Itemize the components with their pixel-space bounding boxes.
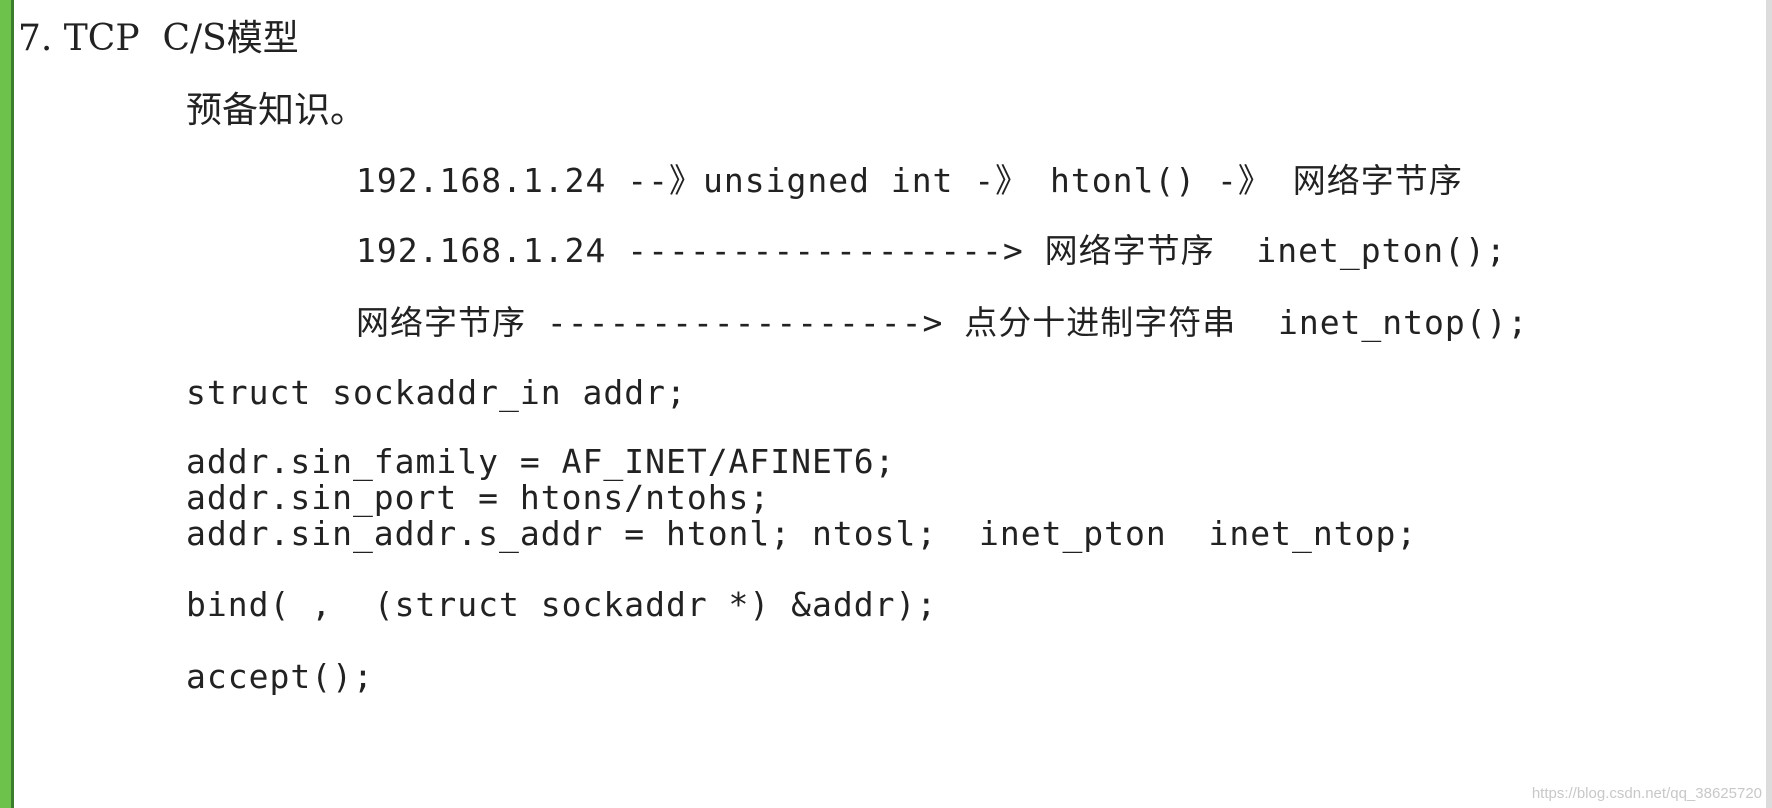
prerequisite-label: 预备知识。 (186, 90, 367, 131)
section-heading: 7. TCP C/S模型 (18, 18, 299, 59)
code-accept-call: accept(); (186, 657, 374, 696)
note-line-1: 192.168.1.24 --》unsigned int -》 htonl() … (356, 161, 1463, 200)
watermark-url: https://blog.csdn.net/qq_38625720 (1531, 785, 1762, 802)
left-margin-bar (0, 0, 11, 808)
code-assign-addr: addr.sin_addr.s_addr = htonl; ntosl; ine… (186, 514, 1418, 553)
code-assign-port: addr.sin_port = htons/ntohs; (186, 478, 771, 517)
code-struct-declaration: struct sockaddr_in addr; (186, 373, 687, 412)
note-line-2: 192.168.1.24 ------------------> 网络字节序 i… (356, 231, 1507, 270)
code-assign-family: addr.sin_family = AF_INET/AFINET6; (186, 442, 896, 481)
right-edge-bar (1766, 0, 1772, 808)
left-margin-edge (11, 0, 14, 808)
code-bind-call: bind( , (struct sockaddr *) &addr); (186, 585, 938, 624)
note-line-3: 网络字节序 ------------------> 点分十进制字符串 inet_… (356, 303, 1529, 342)
